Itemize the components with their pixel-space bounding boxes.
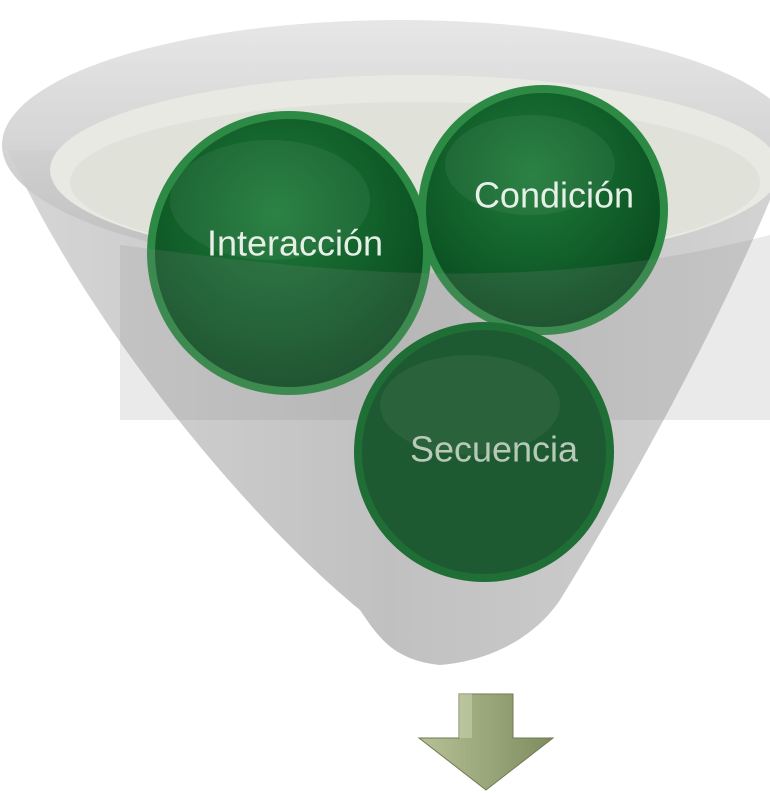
down-arrow-icon [417,693,555,791]
ball-interaccion: Interacción [147,111,431,395]
ball-label-secuencia: Secuencia [410,429,579,470]
ball-condicion: Condición [418,85,668,335]
funnel-front-overlay [120,235,770,420]
ball-secuencia: Secuencia [354,322,614,582]
ball-label-interaccion: Interacción [207,223,383,264]
ball-label-condicion: Condición [474,175,634,216]
